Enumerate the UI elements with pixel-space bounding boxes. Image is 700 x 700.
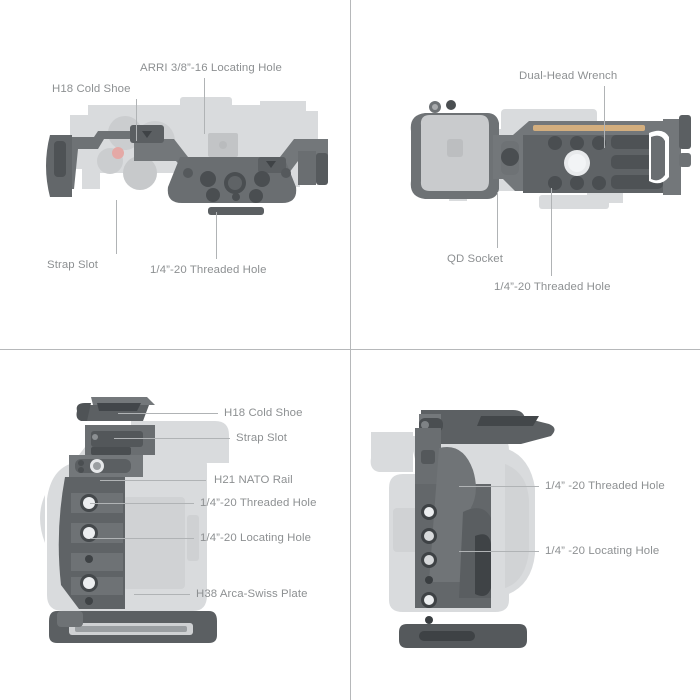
panel-top-view: ARRI 3/8”-16 Locating Hole H18 Cold Shoe…	[0, 0, 350, 349]
label-dual-head-wrench: Dual-Head Wrench	[519, 70, 618, 82]
leader-h38-arca-swiss-plate	[134, 594, 190, 595]
top-view-artwork	[46, 97, 328, 215]
label-quarter-threaded-hole: 1/4”-20 Threaded Hole	[150, 264, 267, 276]
panel-bottom-view: Dual-Head Wrench QD Socket 1/4”-20 Threa…	[351, 0, 700, 349]
leader-h18-cold-shoe	[118, 413, 218, 414]
label-strap-slot: Strap Slot	[47, 259, 99, 271]
leader-qd-socket	[497, 192, 498, 248]
leader-dual-head-wrench	[604, 86, 605, 148]
leader-quarter-threaded-hole	[90, 503, 194, 504]
leader-strap-slot	[116, 200, 117, 254]
cage-right-frame	[399, 410, 555, 648]
label-arri-locating-hole: ARRI 3/8”-16 Locating Hole	[140, 62, 282, 74]
label-quarter-locating-hole: 1/4”-20 Locating Hole	[200, 532, 312, 544]
label-strap-slot: Strap Slot	[236, 432, 288, 444]
cage-bottom-frame	[410, 100, 691, 199]
leader-h18-cold-shoe	[136, 99, 137, 141]
label-quarter-threaded-hole: 1/4”-20 Threaded Hole	[200, 497, 317, 509]
leader-quarter-locating-hole	[459, 551, 539, 552]
panel-left-side-view: H18 Cold Shoe Strap Slot H21 NATO Rail 1…	[0, 350, 350, 700]
panel-right-side-view: 1/4” -20 Threaded Hole 1/4” -20 Locating…	[351, 350, 700, 700]
leader-quarter-threaded-hole	[459, 486, 539, 487]
leader-strap-slot	[114, 438, 230, 439]
label-quarter-threaded-hole: 1/4” -20 Threaded Hole	[545, 480, 665, 492]
leader-quarter-threaded-hole	[551, 188, 552, 276]
label-h18-cold-shoe: H18 Cold Shoe	[224, 407, 303, 419]
divider-vertical	[350, 0, 351, 700]
label-qd-socket: QD Socket	[447, 253, 503, 265]
leader-quarter-locating-hole	[90, 538, 194, 539]
label-quarter-threaded-hole: 1/4”-20 Threaded Hole	[494, 281, 611, 293]
left-side-view-artwork	[40, 397, 229, 643]
cage-left-frame	[49, 397, 217, 643]
cage-top-frame	[46, 125, 328, 215]
label-h21-nato-rail: H21 NATO Rail	[214, 474, 293, 486]
leader-quarter-threaded-hole	[216, 212, 217, 259]
leader-arri-locating-hole	[204, 78, 205, 134]
right-side-view-artwork	[370, 410, 555, 648]
label-quarter-locating-hole: 1/4” -20 Locating Hole	[545, 545, 660, 557]
bottom-view-artwork	[410, 100, 691, 209]
leader-h21-nato-rail	[100, 480, 206, 481]
label-h18-cold-shoe: H18 Cold Shoe	[52, 83, 131, 95]
label-h38-arca-swiss-plate: H38 Arca-Swiss Plate	[196, 588, 308, 600]
